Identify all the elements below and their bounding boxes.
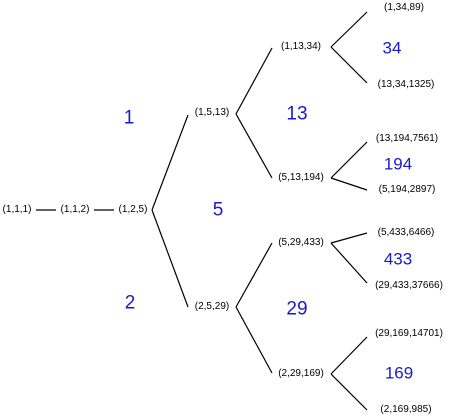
node-29-433-37666: (29,433,37666) [375,280,443,291]
node-5-13-194: (5,13,194) [278,172,324,183]
edge-513194-131947561 [330,141,368,179]
node-2-169-985: (2,169,985) [380,404,432,415]
node-5-194-2897: (5,194,2897) [378,184,436,195]
edge-529433-54336466 [330,232,368,244]
node-2-29-169: (2,29,169) [278,368,324,379]
region-label-1: 1 [123,107,135,129]
node-1-34-89: (1,34,89) [383,2,425,13]
node-1-5-13: (1,5,13) [194,107,230,118]
node-5-433-6466: (5,433,6466) [377,227,435,238]
edge-529433-2943337666 [330,242,368,284]
region-label-194: 194 [383,154,413,174]
edge-1513-11334 [235,47,273,115]
edge-2529-229169 [235,306,273,374]
edge-229169-2916914701 [330,336,368,375]
node-1-1-1: (1,1,1) [2,204,32,215]
edge-11334-13341325 [330,46,368,84]
region-label-34: 34 [382,38,402,58]
node-1-1-2: (1,1,2) [60,204,90,215]
edge-2529-529433 [235,242,273,308]
node-5-29-433: (5,29,433) [278,237,324,248]
region-label-433: 433 [383,249,413,269]
edge-1513-513194 [235,113,273,179]
edge-513194-51942897 [330,177,368,191]
region-label-2: 2 [124,292,136,314]
region-label-169: 169 [384,363,414,383]
node-13-34-1325: (13,34,1325) [377,79,435,90]
node-29-169-14701: (29,169,14701) [375,328,443,339]
edge-125-1513 [151,114,189,211]
edge-125-2529 [151,209,189,308]
node-2-5-29: (2,5,29) [194,301,230,312]
edge-11334-13489 [330,11,368,48]
region-label-29: 29 [286,298,308,320]
node-1-2-5: (1,2,5) [118,204,148,215]
region-label-5: 5 [212,199,224,221]
node-1-13-34: (1,13,34) [280,41,322,52]
edge-229169-2169985 [330,373,368,411]
region-label-13: 13 [286,103,308,125]
node-13-194-7561: (13,194,7561) [375,133,439,144]
